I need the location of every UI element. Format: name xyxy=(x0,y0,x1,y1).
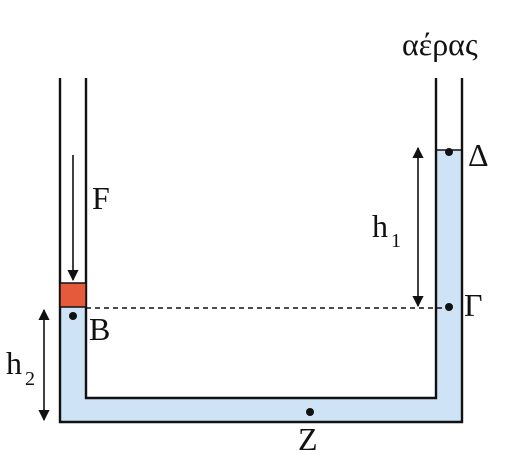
tube-outer-wall xyxy=(58,78,464,424)
h2-label-base: h xyxy=(6,345,22,381)
liquid-fill xyxy=(60,150,462,422)
point-B-dot xyxy=(69,312,77,320)
point-B-label: B xyxy=(89,311,110,347)
tube-inner-wall xyxy=(84,78,438,400)
h2-label: h 2 xyxy=(6,345,35,390)
point-Delta-label: Δ xyxy=(468,137,489,173)
point-Z-dot xyxy=(306,408,314,416)
u-tube xyxy=(58,78,464,424)
air-label: αέρας xyxy=(402,26,478,62)
point-Z-label: Z xyxy=(298,421,318,455)
force-label: F xyxy=(92,180,110,216)
piston xyxy=(59,282,87,308)
point-Gamma-label: Γ xyxy=(464,287,483,323)
h1-label-subscript: 1 xyxy=(391,230,401,252)
h1-label-base: h xyxy=(372,208,388,244)
h2-label-subscript: 2 xyxy=(25,368,35,390)
point-Delta-dot xyxy=(445,148,453,156)
h1-label: h 1 xyxy=(372,208,401,252)
point-Gamma-dot xyxy=(445,303,453,311)
